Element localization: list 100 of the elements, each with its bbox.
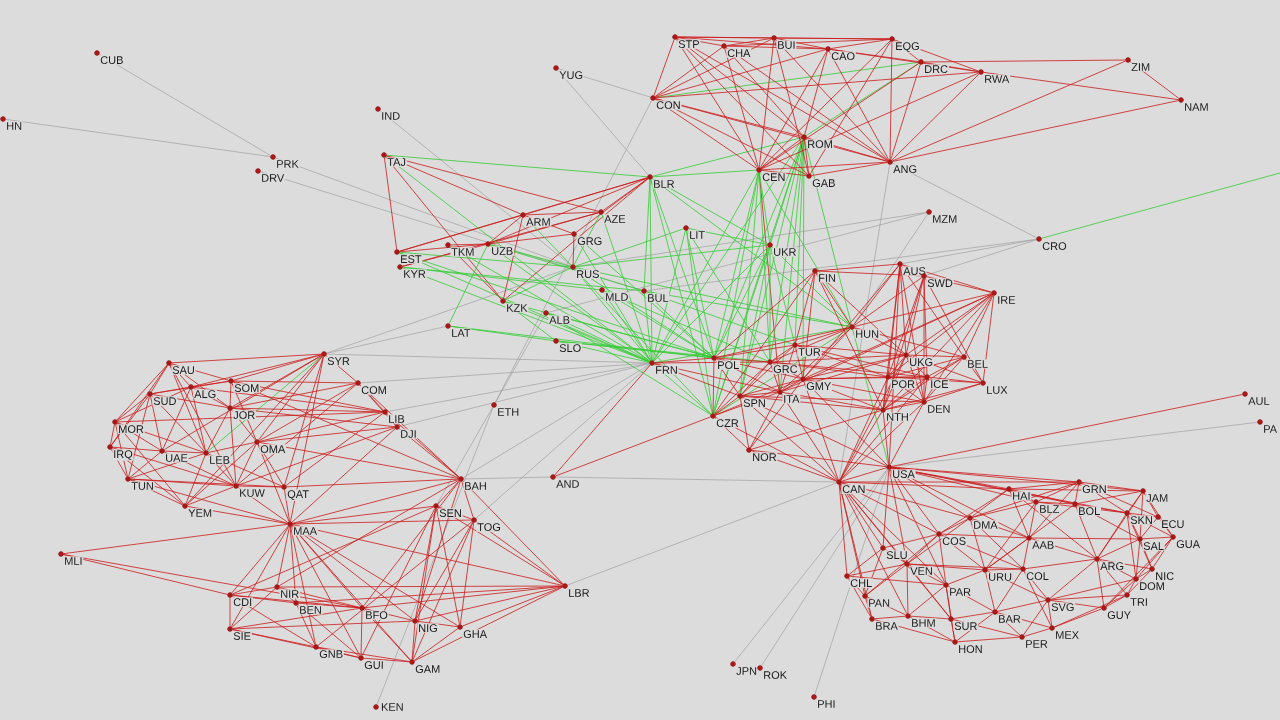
- node-label: CHL: [849, 578, 873, 588]
- node-label: IRQ: [112, 449, 134, 461]
- node-label: COL: [1025, 571, 1050, 581]
- node-label: BOL: [1077, 506, 1101, 516]
- node-label: HN: [5, 121, 23, 131]
- node-label: HUN: [854, 329, 880, 339]
- node-label: LBR: [567, 588, 591, 598]
- node-label: BUL: [646, 293, 670, 303]
- node-label: CRO: [1041, 241, 1068, 251]
- node-label: GAB: [811, 178, 837, 188]
- node-label: DEN: [926, 404, 952, 414]
- node-label: LUX: [985, 385, 1009, 395]
- node-label: AUL: [1247, 396, 1271, 406]
- node-label: BAR: [997, 614, 1022, 624]
- node-label: TAJ: [386, 157, 407, 167]
- node-label: MLI: [63, 556, 84, 566]
- node-label: DJI: [399, 429, 418, 439]
- node-label: SUR: [953, 621, 979, 631]
- node-label: BHM: [910, 618, 937, 628]
- node-label: FRN: [654, 365, 679, 375]
- node-label: LIB: [387, 414, 406, 424]
- node-label: ROM: [806, 139, 834, 149]
- node-label: GHA: [462, 629, 488, 639]
- node-label: ETH: [496, 407, 520, 417]
- node-label: BFO: [364, 610, 389, 620]
- node-label: TRI: [1129, 597, 1149, 607]
- node-label: ALB: [548, 315, 571, 325]
- node-label: AAB: [1031, 540, 1055, 550]
- node-label: UAE: [164, 453, 189, 463]
- node-label: BEL: [966, 359, 989, 369]
- node-label: DMA: [972, 520, 999, 530]
- node-label: SIE: [232, 631, 252, 641]
- node-label: MAA: [292, 526, 318, 536]
- node-label: SEN: [438, 508, 463, 518]
- node-label: SYR: [326, 356, 351, 366]
- node-label: LIT: [688, 230, 706, 240]
- node-label: URU: [987, 572, 1013, 582]
- node-label: CEN: [761, 172, 787, 182]
- node-label: DRV: [260, 173, 286, 183]
- node-label: CZR: [715, 418, 740, 428]
- node-label: LEB: [208, 455, 231, 465]
- node-label: CHA: [726, 48, 752, 58]
- node-label: AND: [555, 479, 581, 489]
- node-label: ITA: [782, 394, 801, 404]
- node-label: BEN: [298, 605, 323, 615]
- node-label: ARG: [1099, 561, 1125, 571]
- node-label: AZE: [603, 214, 627, 224]
- node-label: HAI: [1011, 491, 1032, 501]
- node-label: EST: [399, 254, 423, 264]
- node-label: SOM: [233, 383, 261, 393]
- node-label: SUD: [152, 396, 178, 406]
- node-label: ECU: [1160, 519, 1186, 529]
- node-label: UZB: [490, 246, 514, 256]
- node-label: ICE: [929, 379, 950, 389]
- node-label: POR: [890, 379, 916, 389]
- node-label: PHI: [816, 699, 837, 709]
- node-label: TOG: [476, 522, 502, 532]
- node-label: GRN: [1081, 484, 1108, 494]
- node-label: NOR: [751, 452, 778, 462]
- node-label: KYR: [402, 269, 427, 279]
- node-label: SKN: [1129, 515, 1154, 525]
- node-label: BLR: [652, 179, 676, 189]
- node-label: RWA: [983, 74, 1011, 84]
- node-label: KZK: [505, 303, 529, 313]
- node-label: CDI: [232, 597, 253, 607]
- node-label: JAM: [1145, 493, 1169, 503]
- node-label: QAT: [286, 489, 310, 501]
- node-label: PA: [1262, 424, 1278, 434]
- node-label: SAU: [171, 365, 196, 375]
- node-label: AUS: [902, 266, 927, 276]
- node-label: NIC: [1154, 571, 1175, 581]
- node-label: LAT: [450, 328, 472, 338]
- node-label: SVG: [1050, 602, 1076, 612]
- node-label: HON: [957, 644, 984, 654]
- node-label: NIR: [279, 589, 300, 599]
- node-label: UKG: [908, 357, 934, 367]
- node-label: POL: [716, 360, 740, 370]
- node-label: GNB: [318, 649, 344, 659]
- node-label: IRE: [996, 295, 1017, 305]
- node-label: ANG: [892, 164, 918, 174]
- node-label: TUR: [797, 347, 822, 357]
- node-label: TUN: [130, 481, 155, 491]
- node-label: GUI: [363, 660, 385, 670]
- node-label: GMY: [805, 381, 833, 391]
- node-label: KUW: [238, 488, 266, 498]
- node-label: SLU: [885, 550, 909, 560]
- node-label: BUI: [776, 40, 797, 50]
- node-label: CAO: [830, 51, 856, 61]
- node-label: TKM: [450, 247, 476, 257]
- node-label: BRA: [874, 621, 899, 631]
- node-label: YUG: [558, 70, 584, 80]
- node-label: ZIM: [1130, 62, 1151, 72]
- node-label: ARM: [525, 217, 552, 227]
- node-label: OMA: [259, 444, 287, 454]
- node-label: JPN: [735, 666, 758, 676]
- node-label: SLO: [558, 343, 582, 353]
- node-label: MOR: [117, 424, 145, 434]
- node-label: IND: [380, 111, 401, 121]
- node-label: PAN: [867, 598, 891, 608]
- node-label: UKR: [772, 247, 798, 257]
